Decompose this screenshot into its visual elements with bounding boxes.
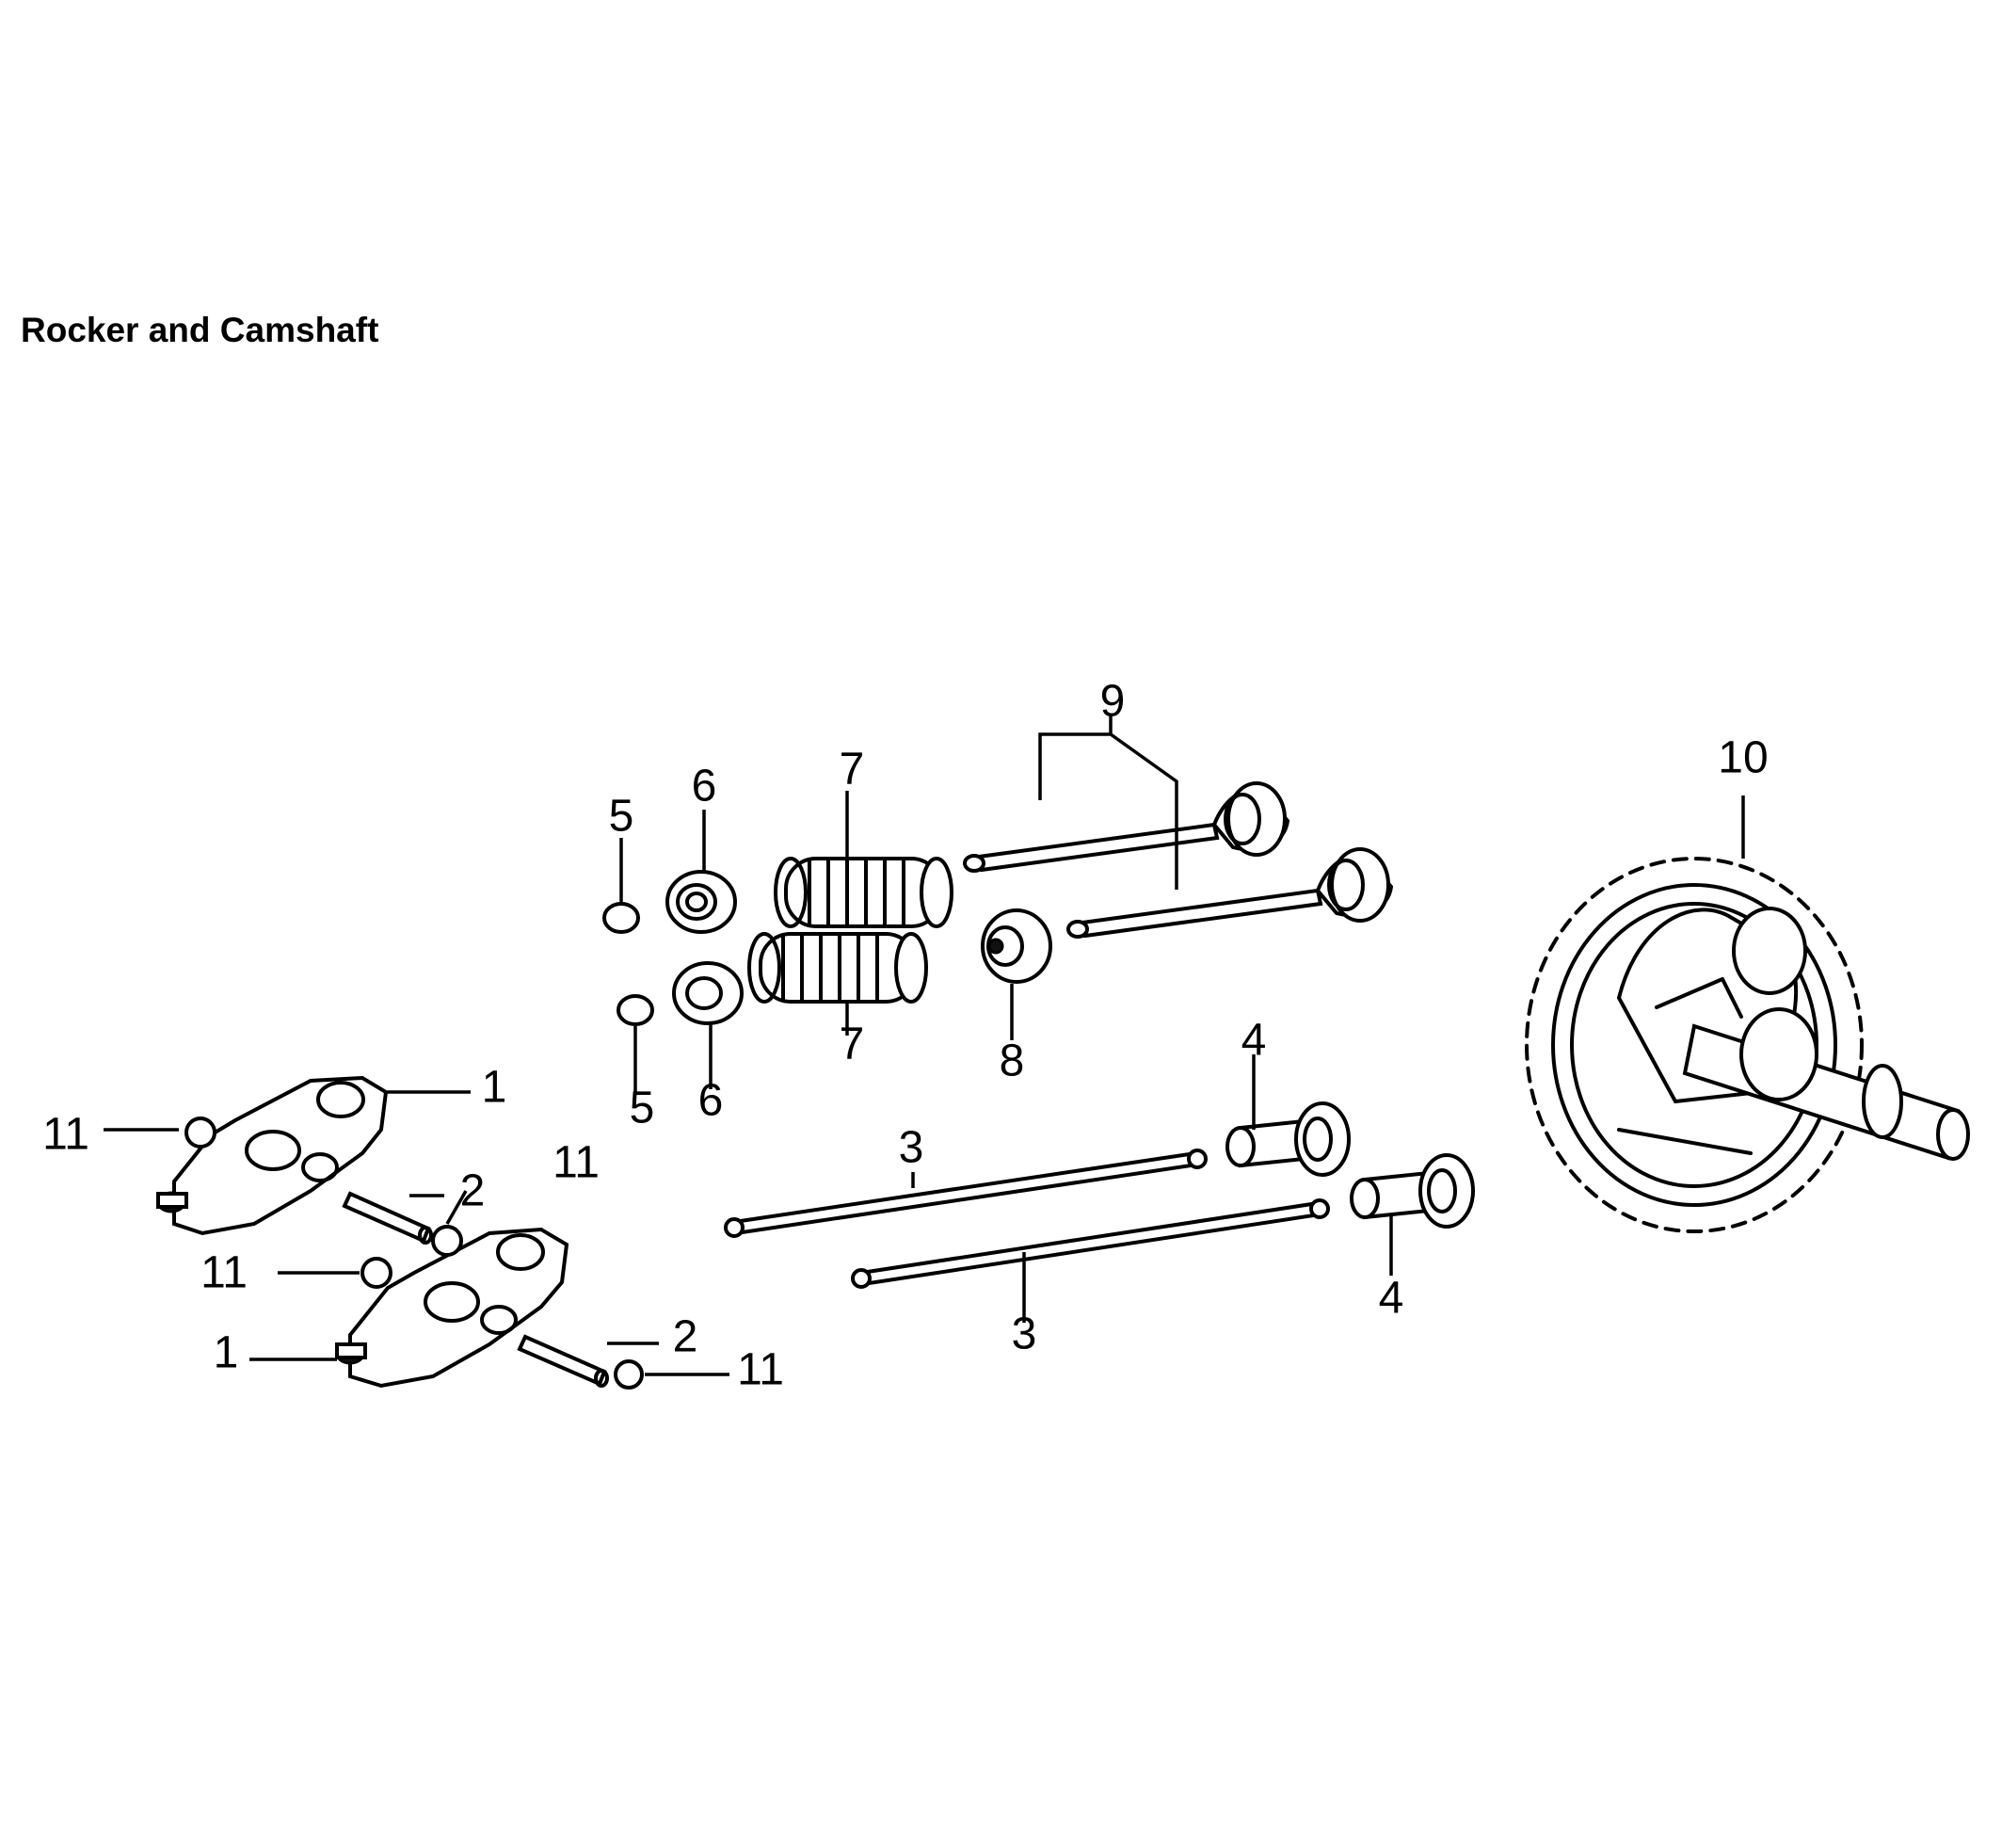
circlip-11c bbox=[360, 1257, 392, 1289]
tappet-4a bbox=[1225, 1101, 1351, 1177]
camshaft-gear-10 bbox=[1525, 857, 1970, 1233]
callout-1a: 1 bbox=[482, 1063, 507, 1113]
valve-stem-seal-8 bbox=[981, 908, 1052, 984]
callout-5b: 5 bbox=[630, 1084, 655, 1133]
valve-spring-7b bbox=[747, 932, 928, 1004]
callout-7a: 7 bbox=[840, 745, 865, 795]
push-rod-3b bbox=[851, 1198, 1330, 1289]
circlip-11a bbox=[184, 1117, 216, 1149]
circlip-11d bbox=[614, 1359, 644, 1390]
callout-8: 8 bbox=[1000, 1036, 1025, 1086]
spring-retainer-6a bbox=[665, 870, 737, 934]
callout-3a: 3 bbox=[899, 1123, 924, 1173]
callout-10: 10 bbox=[1718, 733, 1768, 783]
rocker-pin-lower bbox=[517, 1334, 609, 1388]
valve-collet-5a bbox=[602, 902, 640, 934]
callout-11d: 11 bbox=[737, 1345, 784, 1395]
tappet-4b bbox=[1350, 1153, 1475, 1229]
diagram-title: Rocker and Camshaft bbox=[21, 311, 379, 349]
callout-2b: 2 bbox=[673, 1312, 698, 1362]
callout-9: 9 bbox=[1100, 677, 1126, 727]
callout-6b: 6 bbox=[698, 1076, 724, 1126]
rocker-pin-upper bbox=[342, 1191, 433, 1245]
callout-11a: 11 bbox=[42, 1110, 89, 1160]
callout-7b: 7 bbox=[840, 1020, 865, 1069]
spring-retainer-6b bbox=[672, 961, 744, 1025]
rocker-arm-lower bbox=[335, 1227, 569, 1389]
callout-5a: 5 bbox=[609, 792, 634, 842]
callout-3b: 3 bbox=[1012, 1310, 1037, 1359]
callout-4a: 4 bbox=[1241, 1016, 1267, 1066]
valve-spring-7a bbox=[774, 857, 953, 928]
valve-9b bbox=[1066, 847, 1394, 939]
callout-6a: 6 bbox=[692, 762, 717, 812]
callout-11b: 11 bbox=[553, 1138, 600, 1188]
callout-2a: 2 bbox=[460, 1166, 486, 1216]
rocker-arm-upper bbox=[156, 1075, 389, 1236]
callout-11c: 11 bbox=[200, 1248, 248, 1298]
circlip-11b bbox=[431, 1225, 463, 1257]
valve-collet-5b bbox=[617, 994, 654, 1026]
push-rod-3a bbox=[724, 1149, 1208, 1238]
callout-4b: 4 bbox=[1379, 1274, 1404, 1324]
valve-9a bbox=[963, 781, 1290, 873]
callout-1b: 1 bbox=[214, 1328, 239, 1378]
